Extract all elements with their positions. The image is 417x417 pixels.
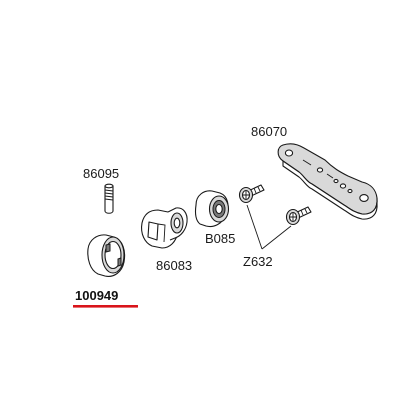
part-86095-pin[interactable]	[104, 183, 114, 214]
highlight-underline	[73, 305, 138, 308]
leader-Z632-right	[261, 225, 292, 250]
part-86083-sleeve[interactable]	[141, 207, 188, 249]
part-100949-collar[interactable]	[87, 234, 126, 277]
part-86070-arm-plate[interactable]	[277, 143, 378, 220]
part-B085-bearing[interactable]	[194, 190, 230, 228]
label-100949: 100949	[75, 288, 118, 303]
part-Z632-screw-upper[interactable]	[238, 184, 265, 204]
label-86095: 86095	[83, 166, 119, 181]
label-B085: B085	[205, 231, 235, 246]
label-Z632: Z632	[243, 254, 273, 269]
part-Z632-screw-lower[interactable]	[285, 206, 312, 226]
label-86083: 86083	[156, 258, 192, 273]
label-86070: 86070	[251, 124, 287, 139]
leader-Z632-left	[246, 204, 263, 250]
